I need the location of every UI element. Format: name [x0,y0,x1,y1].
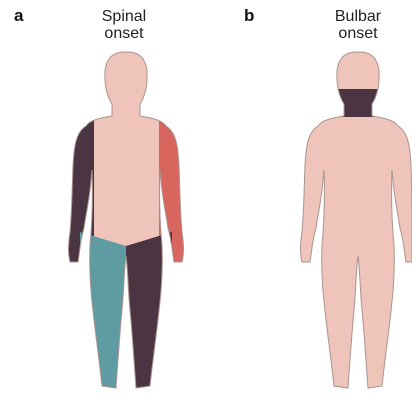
figure-b [301,52,412,388]
figure-a-left-leg-affected [126,232,172,400]
figure-a [60,52,199,400]
figure-a-right-leg-affected [80,232,126,400]
figure-a-left-arm-affected [159,110,199,270]
figure-a-right-arm-affected [60,110,94,270]
